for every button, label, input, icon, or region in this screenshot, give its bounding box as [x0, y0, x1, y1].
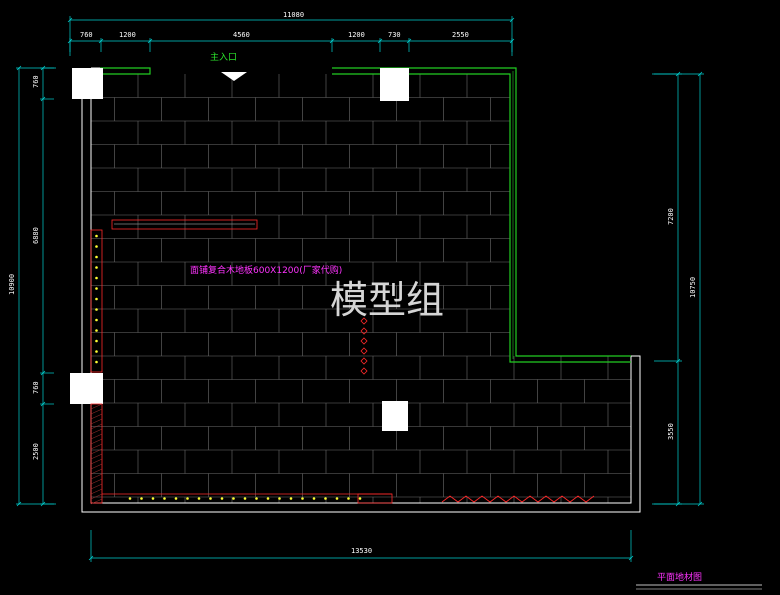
red-diamond-markers — [360, 317, 368, 375]
dim-left-seg-1: 760 — [32, 75, 40, 88]
green-partitions — [100, 67, 631, 363]
watermark-text: 模型组 — [330, 278, 444, 322]
dim-left-seg-4: 2500 — [32, 443, 40, 460]
dim-left-seg-2: 6880 — [32, 227, 40, 244]
drawing-title: 平面地材图 — [657, 571, 702, 583]
column-top-left — [72, 68, 103, 99]
partition-top-left — [100, 67, 151, 75]
floor-tile-grid — [90, 74, 631, 504]
dim-top-seg-1: 760 — [80, 31, 93, 39]
counter-bench — [111, 219, 258, 230]
floor-material-note: 面铺复合木地板600X1200(厂家代购) — [190, 264, 342, 276]
bottom-light-strip — [102, 493, 393, 504]
bottom-right-zigzag — [441, 495, 595, 503]
dim-bottom-overall: 13530 — [351, 547, 372, 555]
column-top-mid — [380, 68, 409, 101]
partition-right-inner — [332, 73, 631, 363]
left-display-wall — [90, 229, 103, 373]
dim-right-overall: 10750 — [689, 277, 697, 298]
entrance-label: 主入口 — [210, 51, 237, 63]
hatched-wall-left — [90, 403, 103, 505]
columns — [70, 68, 409, 431]
left-light-row — [95, 234, 98, 364]
dim-right-seg-1: 7200 — [667, 208, 675, 225]
dim-top-seg-4: 1200 — [348, 31, 365, 39]
dim-top-seg-6: 2550 — [452, 31, 469, 39]
dimension-lines — [16, 16, 704, 562]
dim-left-overall: 10900 — [8, 274, 16, 295]
dim-top-overall: 11080 — [283, 11, 304, 19]
dim-top-seg-3: 4560 — [233, 31, 250, 39]
column-left-lower — [70, 373, 103, 404]
dim-top-seg-5: 730 — [388, 31, 401, 39]
dim-right-seg-2: 3550 — [667, 423, 675, 440]
dim-left-seg-3: 760 — [32, 381, 40, 394]
dim-top-seg-2: 1200 — [119, 31, 136, 39]
partition-right-outer — [332, 67, 631, 357]
column-center-lower — [382, 401, 408, 431]
entrance-arrow-icon — [221, 72, 247, 81]
outer-wall-outline — [81, 68, 641, 513]
